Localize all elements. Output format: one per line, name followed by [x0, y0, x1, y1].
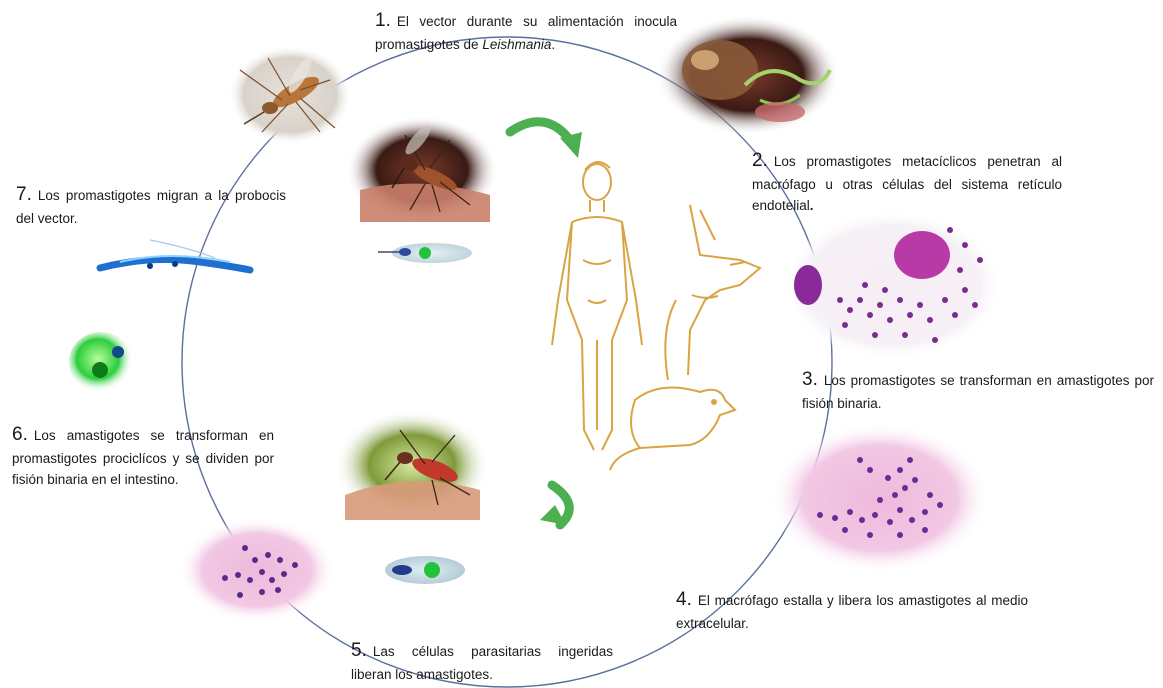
step-text: Los promastigotes metacíclicos penetran …	[752, 154, 1062, 213]
promastigote-icon	[100, 240, 250, 270]
step-text: Los promastigotes migran a la probocis d…	[16, 188, 286, 226]
promastigote-icon	[378, 243, 472, 263]
step-number: 5.	[351, 640, 367, 661]
amastigote-icon	[69, 332, 133, 392]
step-text: Los promastigotes se transforman en amas…	[802, 373, 1154, 411]
mosquito-icon	[228, 45, 352, 145]
step-text: El macrófago estalla y libera los amasti…	[676, 593, 1028, 631]
step-3-caption: 3.Los promastigotes se transforman en am…	[802, 365, 1154, 415]
amastigote-icon	[385, 556, 465, 584]
step-1-caption: 1.El vector durante su alimentación inoc…	[375, 6, 677, 56]
step-2-caption: 2.Los promastigotes metacíclicos penetra…	[752, 146, 1062, 217]
step-number: 6.	[12, 424, 28, 445]
step-text: Los amastigotes se transforman en promas…	[12, 428, 274, 487]
step-7-caption: 7.Los promastigotes migran a la probocis…	[16, 180, 286, 230]
step-6-caption: 6.Los amastigotes se transforman en prom…	[12, 420, 274, 491]
macrophage-icon	[783, 210, 1003, 360]
rodent-icon	[610, 388, 735, 471]
step-number: 1.	[375, 10, 391, 31]
step-4-caption: 4.El macrófago estalla y libera los amas…	[676, 585, 1028, 635]
circular-arrow-icon	[540, 485, 569, 525]
dog-icon	[665, 205, 760, 380]
circular-arrow-icon	[510, 122, 582, 158]
macrophage-icon	[656, 15, 840, 135]
macrophage-icon	[179, 518, 335, 622]
step-number: 2.	[752, 150, 768, 171]
step-5-caption: 5.Las células parasitarias ingeridas lib…	[351, 636, 613, 686]
step-text: Las células parasitarias ingeridas liber…	[351, 644, 613, 682]
step-punct: .	[810, 198, 814, 213]
step-number: 3.	[802, 369, 818, 390]
step-number: 4.	[676, 589, 692, 610]
genus-name: Leishmania	[482, 37, 551, 52]
human-icon	[552, 162, 642, 450]
step-punct: .	[551, 37, 555, 52]
macrophage-icon	[770, 423, 990, 573]
mosquito-feeding-icon	[334, 410, 490, 520]
step-number: 7.	[16, 184, 32, 205]
mosquito-biting-icon	[346, 116, 498, 224]
